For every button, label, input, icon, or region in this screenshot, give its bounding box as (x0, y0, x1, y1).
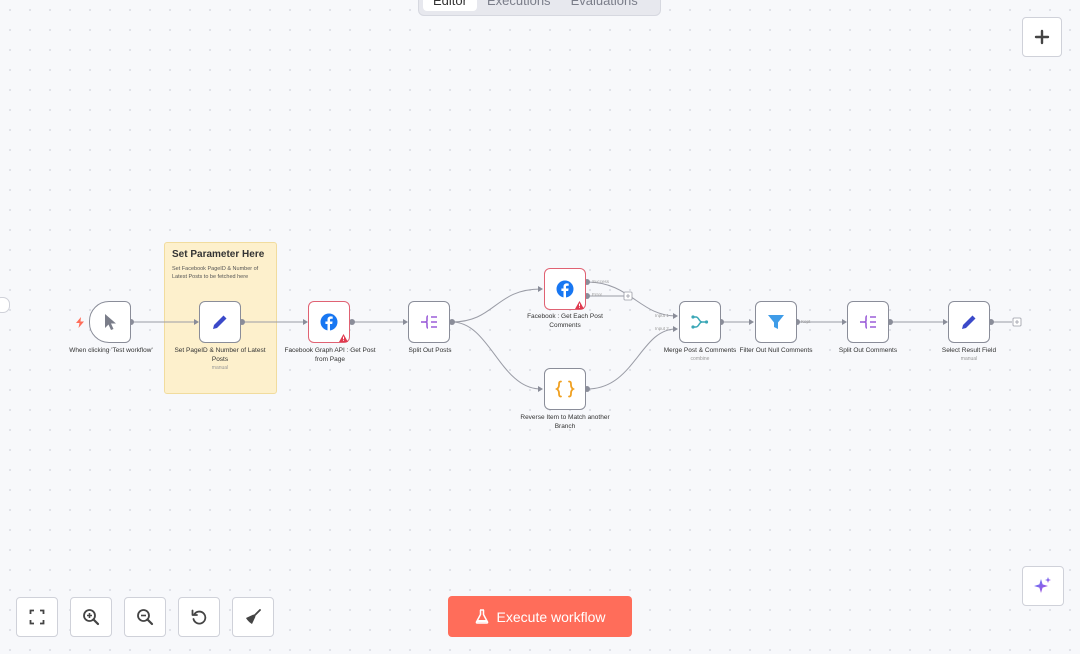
add-node-button[interactable] (1022, 17, 1062, 57)
sticky-title: Set Parameter Here (172, 249, 265, 260)
wire-split-getcomments (451, 288, 542, 323)
port-label-input2: Input 2 (655, 326, 669, 331)
node-merge[interactable] (679, 301, 721, 343)
add-connection-end (1012, 317, 1022, 327)
zoom-in-button[interactable] (70, 597, 112, 637)
port-label-success: Success (592, 279, 610, 284)
execute-workflow-label: Execute workflow (496, 608, 606, 625)
node-set-parameters[interactable] (199, 301, 241, 343)
port-label-kept: Kept (801, 319, 811, 324)
lightning-icon (76, 317, 84, 328)
canvas-edge-handle[interactable] (0, 297, 10, 313)
warning-icon (575, 301, 584, 309)
facebook-icon (556, 280, 574, 298)
node-label-select-field: Select Result Field (941, 347, 997, 354)
port-label-input1: Input 1 (655, 313, 669, 318)
split-icon (860, 315, 876, 329)
sticky-body: Set Facebook PageID & Number of Latest P… (172, 266, 259, 280)
node-sub-merge: combine (690, 356, 710, 362)
port-label-error: Error (592, 292, 602, 297)
tidy-up-button[interactable] (232, 597, 274, 637)
node-facebook-graph-api[interactable] (308, 301, 350, 343)
node-reverse-item[interactable] (544, 368, 586, 410)
node-label-graph-api: Facebook Graph API : Get Post from Page (284, 347, 376, 363)
broom-icon (246, 609, 261, 624)
zoom-in-icon (83, 609, 100, 626)
node-facebook-get-comments[interactable] (544, 268, 586, 310)
node-label-reverse: Reverse Item to Match another Branch (520, 414, 610, 430)
sparkle-icon (1034, 577, 1051, 593)
plus-icon (1034, 29, 1050, 45)
node-label-filter: Filter Out Null Comments (739, 347, 813, 354)
tab-executions[interactable]: Executions (486, 0, 551, 8)
facebook-icon (320, 313, 338, 331)
wire-split-reverse (451, 321, 542, 390)
node-label-trigger: When clicking 'Test workflow' (69, 347, 153, 354)
reset-zoom-button[interactable] (178, 597, 220, 637)
node-label-merge: Merge Post & Comments (663, 347, 737, 354)
fit-view-button[interactable] (16, 597, 58, 637)
warning-icon (339, 334, 348, 342)
node-label-get-comments: Facebook : Get Each Post Comments (527, 313, 603, 329)
node-manual-trigger[interactable] (89, 301, 131, 343)
node-split-out-posts[interactable] (408, 301, 450, 343)
pencil-icon (962, 315, 976, 329)
fullscreen-icon (29, 609, 45, 625)
wire-success-merge (586, 281, 677, 317)
cursor-icon (105, 314, 116, 330)
zoom-out-button[interactable] (124, 597, 166, 637)
node-filter[interactable] (755, 301, 797, 343)
filter-icon (768, 315, 784, 329)
tab-evaluations[interactable]: Evaluations (570, 0, 638, 8)
undo-icon (191, 609, 207, 625)
node-label-set-params: Set PageID & Number of Latest Posts (174, 347, 266, 363)
execute-workflow-button[interactable]: Execute workflow (448, 596, 632, 637)
code-braces-icon (555, 380, 575, 398)
flask-icon (475, 609, 488, 624)
split-icon (421, 315, 437, 329)
node-sub-select-field: manual (960, 356, 978, 362)
ai-assistant-button[interactable] (1022, 566, 1064, 606)
view-tabs: Editor Executions Evaluations (418, 0, 661, 16)
pencil-icon (213, 315, 227, 329)
node-label-split-posts: Split Out Posts (408, 347, 452, 354)
node-label-split-comments: Split Out Comments (838, 347, 898, 354)
tab-editor[interactable]: Editor (423, 0, 477, 11)
zoom-out-icon (137, 609, 154, 626)
node-select-result-field[interactable] (948, 301, 990, 343)
merge-icon (691, 315, 709, 329)
node-split-out-comments[interactable] (847, 301, 889, 343)
add-connection-error (623, 291, 633, 301)
node-sub-set-params: manual (211, 365, 229, 371)
wire-reverse-merge (586, 328, 677, 390)
